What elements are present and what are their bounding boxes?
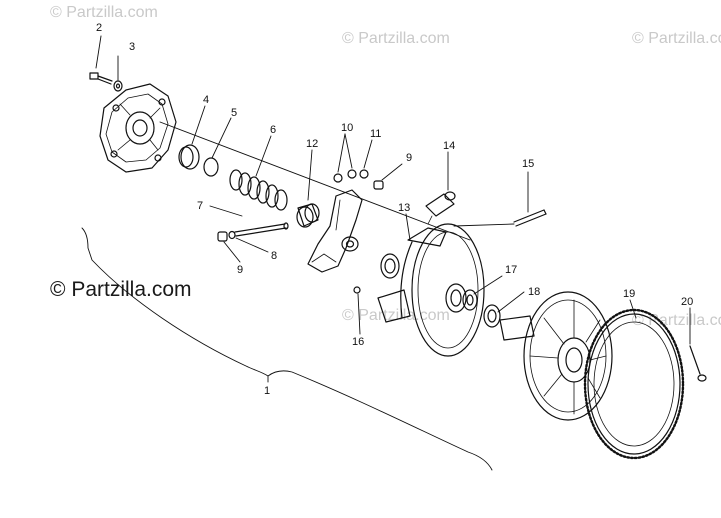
part-15-bolt [513,209,547,227]
callout-9-upper: 9 [406,152,412,164]
watermark-mid-right: © Partzilla.com [632,312,721,329]
part-16-nut [353,286,361,294]
part-4-bushing [178,144,200,170]
callout-20: 20 [681,296,693,308]
callout-10: 10 [341,122,353,134]
part-fixed-sheave [499,291,613,421]
callout-16: 16 [352,336,364,348]
shaft-axis-line [159,121,471,241]
part-7-pin [234,222,289,237]
callout-5: 5 [231,107,237,119]
part-9-plug-upper [373,180,384,190]
callout-18: 18 [528,286,540,298]
part-17-bushing [462,289,478,311]
part-movable-sheave [377,223,485,357]
callout-3: 3 [129,41,135,53]
callout-7: 7 [197,200,203,212]
part-18-ring [483,304,501,328]
part-19-ring-gear [583,308,685,460]
callout-11: 11 [370,128,381,140]
callout-14: 14 [443,140,455,152]
part-14-bracket [425,191,456,225]
callout-1: 1 [264,385,270,397]
part-9-plug-lower [217,231,228,242]
part-20-screw [689,345,707,382]
watermark-top-right: © Partzilla.com [632,30,721,47]
part-10-nuts [333,169,369,183]
callout-19: 19 [623,288,635,300]
part-cover-plate [99,83,177,173]
callout-8: 8 [271,250,277,262]
callout-2: 2 [96,22,102,34]
part-12-roller [296,203,320,228]
watermark-top-center: © Partzilla.com [342,30,450,47]
callout-12: 12 [306,138,318,150]
leader-lines [95,35,691,345]
callout-9-lower: 9 [237,264,243,276]
callout-17: 17 [505,264,517,276]
part-3-washer [113,80,123,92]
callout-13: 13 [398,202,410,214]
watermark-top-left: © Partzilla.com [50,4,158,21]
callout-15: 15 [522,158,534,170]
part-6-spring [229,169,288,211]
part-1-assembly-bracket [81,227,493,471]
callout-4: 4 [203,94,209,106]
part-11-arm-weight [307,189,363,273]
watermark-mid-center: © Partzilla.com [342,307,450,324]
watermark-main: © Partzilla.com [50,278,192,301]
part-8-washer [228,230,236,240]
part-13-ring [380,253,400,279]
part-2-bolt [89,72,113,85]
part-5-snap-ring [203,157,219,177]
callout-6: 6 [270,124,276,136]
